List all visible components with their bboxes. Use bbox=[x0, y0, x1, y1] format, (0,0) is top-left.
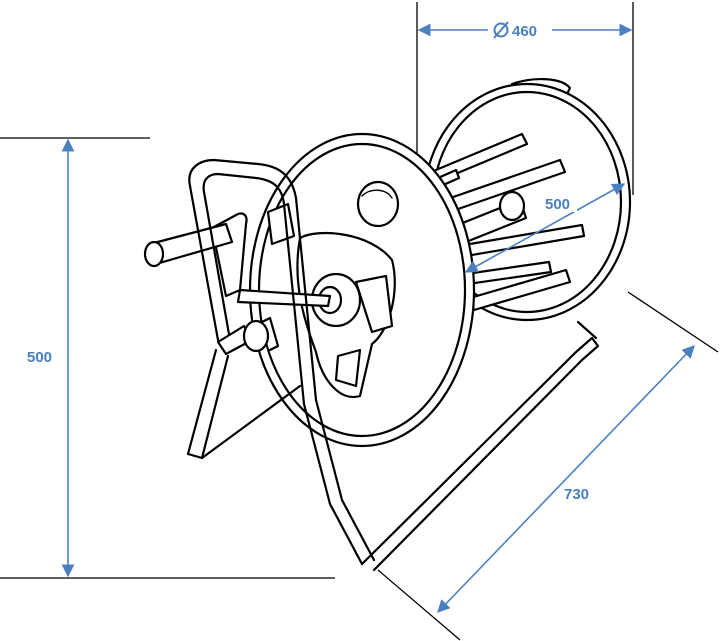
depth-dimension-line bbox=[464, 183, 626, 273]
front-flange bbox=[248, 132, 476, 448]
length-label: 730 bbox=[564, 486, 589, 503]
hub-lug bbox=[334, 348, 362, 388]
axle-end-cap bbox=[498, 190, 526, 222]
hub-lug bbox=[354, 274, 394, 334]
stand-frame bbox=[186, 158, 600, 572]
clamp-block bbox=[266, 202, 296, 246]
height-label-background bbox=[26, 346, 62, 368]
depth-label-background bbox=[543, 194, 577, 212]
depth-label: 500 bbox=[545, 196, 570, 213]
frame-tube-left-outer bbox=[188, 158, 376, 562]
extension-line-front-length bbox=[377, 569, 461, 641]
height-label: 500 bbox=[27, 349, 52, 366]
length-label-background bbox=[562, 484, 598, 504]
dimension-annotations: 460 500 500 730 bbox=[26, 20, 695, 613]
front-flange-hole-shade bbox=[361, 189, 393, 199]
diameter-icon bbox=[493, 21, 509, 39]
extension-line-rear-length bbox=[627, 291, 719, 353]
locking-bracket bbox=[260, 316, 280, 352]
front-flange-rim bbox=[257, 142, 467, 438]
frame-tube-left-inner bbox=[202, 172, 364, 566]
frame-cross-brace bbox=[200, 384, 302, 460]
crank-grip-end bbox=[143, 240, 165, 268]
front-flange-hole bbox=[356, 180, 400, 228]
frame-rear-strut bbox=[576, 320, 598, 340]
diameter-label: 460 bbox=[512, 23, 537, 40]
length-dimension-line bbox=[437, 345, 695, 613]
locking-knob bbox=[242, 319, 270, 353]
frame-leg-front bbox=[186, 348, 230, 460]
